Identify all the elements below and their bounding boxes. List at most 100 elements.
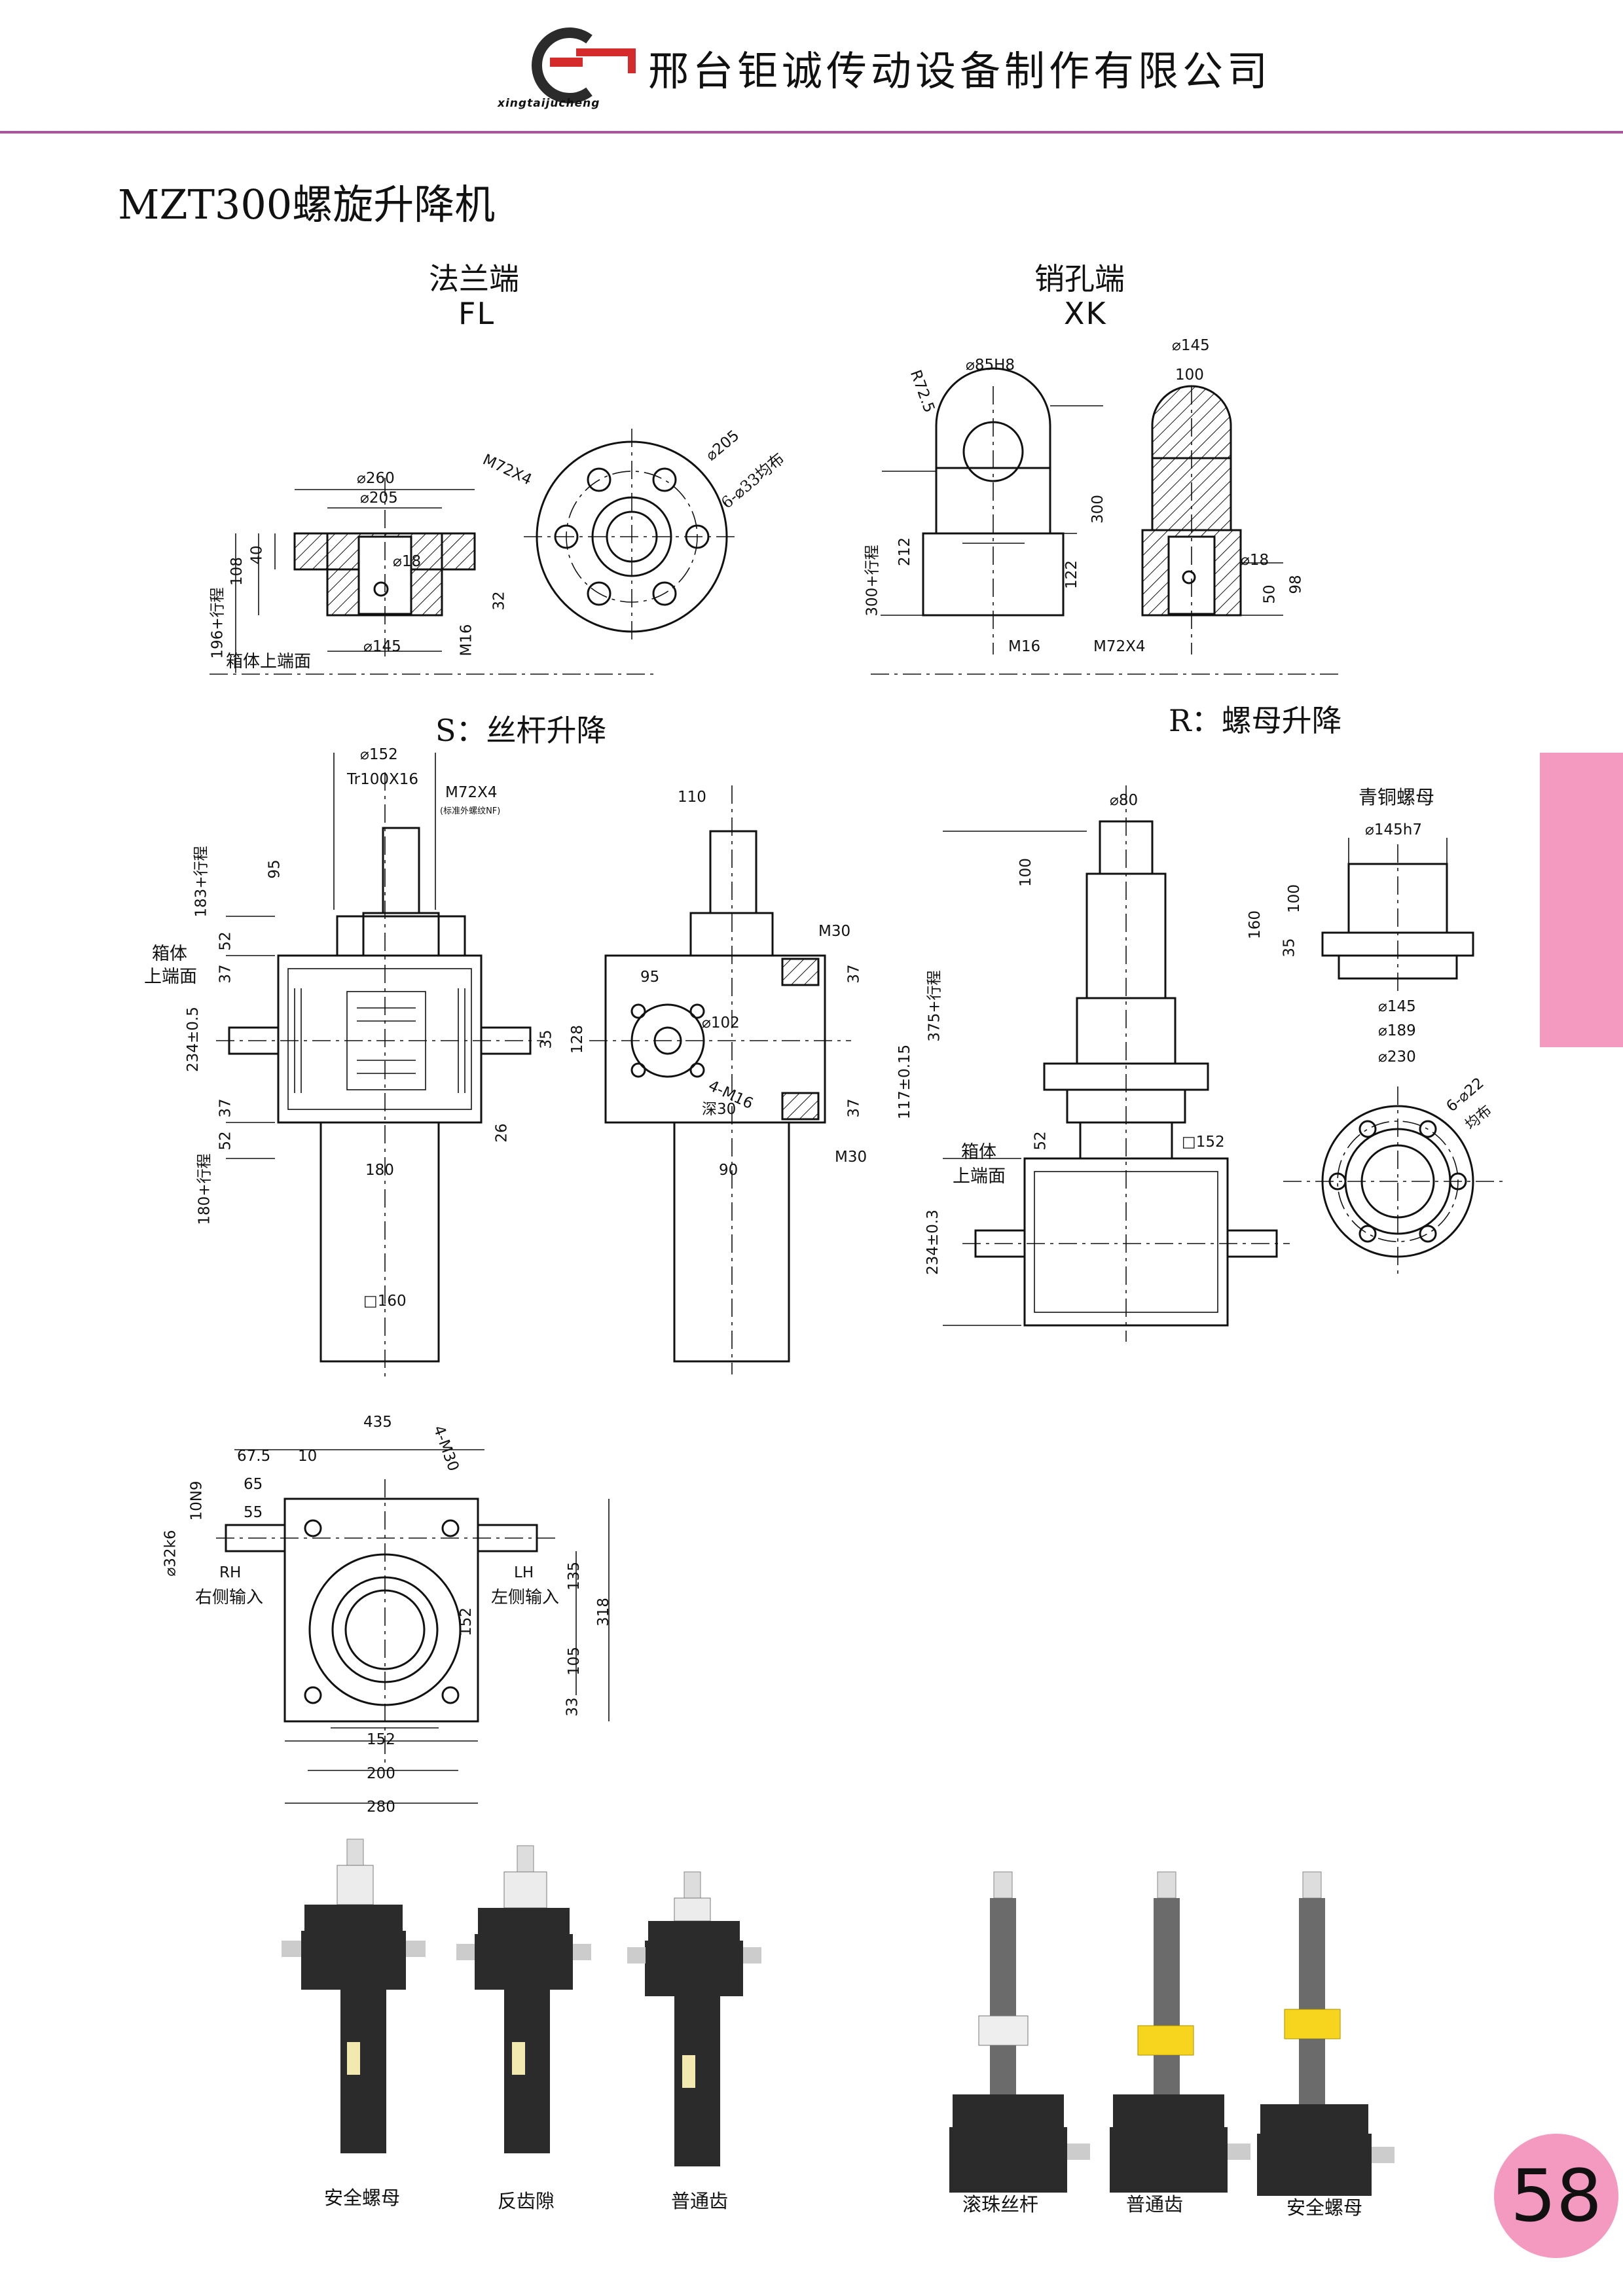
- s-side-view: [589, 785, 851, 1374]
- photo-caption: 普通齿: [671, 2190, 729, 2212]
- r-dim: ⌀145: [1378, 998, 1416, 1015]
- top-dim: 152: [457, 1607, 475, 1636]
- r-dim: 箱体: [961, 1142, 996, 1162]
- xk-side-section: [1141, 385, 1283, 655]
- r-dim: 52: [1032, 1131, 1049, 1151]
- fl-dim: 196+行程: [209, 587, 227, 659]
- xk-dim: 122: [1063, 560, 1080, 589]
- photo-caption: 滚珠丝杆: [962, 2193, 1039, 2215]
- s-dim: 37: [845, 1098, 863, 1118]
- top-dim: ⌀32k6: [162, 1530, 179, 1577]
- s-dim: ⌀102: [702, 1014, 740, 1031]
- s-dim: ⌀152: [360, 746, 398, 763]
- fl-dim: M16: [458, 624, 475, 656]
- photo-safety-nut: [282, 1839, 426, 2153]
- top-dim: 135: [565, 1562, 583, 1590]
- company-name: 邢台钜诚传动设备制作有限公司: [648, 47, 1272, 95]
- bronze-nut-label: 青铜螺母: [1359, 786, 1435, 808]
- photo-standard-gear-right: [1110, 1871, 1250, 2193]
- xk-dim: ⌀85H8: [966, 357, 1015, 374]
- r-dim: ⌀189: [1378, 1022, 1416, 1039]
- s-dim: 117±0.15: [896, 1044, 914, 1120]
- top-dim: 105: [565, 1647, 583, 1676]
- photo-standard-gear-left: [627, 1871, 761, 2166]
- fl-dim: ⌀18: [393, 553, 422, 570]
- r-dim: □152: [1182, 1134, 1225, 1151]
- xk-dim: 50: [1261, 584, 1279, 604]
- fl-dim: ⌀145: [363, 638, 401, 655]
- fl-section-view: [210, 478, 655, 675]
- top-dim: 318: [594, 1598, 612, 1626]
- s-dim: M30: [818, 923, 851, 940]
- s-dim: 37: [217, 1098, 234, 1118]
- photo-safety-nut-right: [1257, 1871, 1395, 2196]
- photo-caption: 安全螺母: [324, 2187, 401, 2209]
- top-dim: 67.5: [237, 1448, 271, 1465]
- s-dim: M72X4: [445, 784, 498, 801]
- side-tab: [1540, 753, 1623, 1047]
- s-dim: 110: [678, 789, 706, 806]
- page-number: 58: [1510, 2154, 1602, 2238]
- fl-dim: 32: [490, 591, 508, 611]
- s-dim: 128: [568, 1025, 586, 1054]
- logo-subtitle: xingtaijucheng: [498, 97, 600, 110]
- xk-dim: ⌀145: [1172, 337, 1210, 354]
- xk-dim: M16: [1008, 638, 1041, 655]
- fl-flange-face: [524, 429, 740, 645]
- s-dim: 52: [217, 1131, 234, 1151]
- top-dim: 右侧输入: [195, 1588, 264, 1607]
- r-dim: 100: [1285, 884, 1303, 913]
- s-dim: 183+行程: [192, 846, 210, 918]
- xk-dim: 300+行程: [864, 545, 881, 617]
- s-dim: 深30: [702, 1101, 737, 1118]
- xk-dim: M72X4: [1093, 638, 1146, 655]
- s-dim: 37: [217, 964, 234, 984]
- fl-dim: 108: [228, 557, 246, 586]
- r-dim: ⌀145h7: [1365, 821, 1422, 838]
- top-dim: 280: [367, 1799, 395, 1816]
- fl-dim: 箱体上端面: [226, 652, 312, 672]
- s-front-view: [216, 753, 543, 1381]
- xk-dim: ⌀18: [1241, 552, 1269, 569]
- photo-caption: 普通齿: [1126, 2193, 1184, 2215]
- r-dim: ⌀80: [1110, 792, 1139, 809]
- r-dim: ⌀230: [1378, 1049, 1416, 1066]
- xk-label: 销孔端: [1034, 261, 1125, 296]
- fl-dim: ⌀205: [360, 490, 398, 507]
- r-front-view: [943, 785, 1290, 1342]
- top-dim: RH: [219, 1564, 242, 1581]
- s-dim: Tr100X16: [347, 771, 419, 788]
- top-dim: 152: [367, 1731, 395, 1748]
- xk-dim: 100: [1175, 367, 1204, 384]
- photo-caption: 安全螺母: [1286, 2197, 1363, 2219]
- s-dim: 90: [719, 1162, 739, 1179]
- fl-dim: ⌀260: [357, 470, 395, 487]
- r-dim: 100: [1017, 858, 1034, 887]
- r-dim: 160: [1246, 910, 1264, 939]
- top-dim: 55: [244, 1504, 263, 1521]
- r-nut-flange-face: [1283, 1086, 1506, 1276]
- xk-dim: 212: [896, 537, 913, 566]
- top-dim: 33: [564, 1697, 581, 1717]
- company-logo: [532, 27, 636, 103]
- s-dim: 180+行程: [196, 1153, 213, 1225]
- r-dim: 上端面: [953, 1166, 1006, 1187]
- s-dim: 箱体: [152, 944, 187, 964]
- top-dim: 435: [363, 1414, 392, 1431]
- photo-caption: 反齿隙: [498, 2190, 555, 2212]
- r-label: R：螺母升降: [1169, 703, 1342, 738]
- s-dim: M30: [835, 1149, 867, 1166]
- s-dim: 26: [493, 1123, 511, 1143]
- xk-sub: XK: [1064, 296, 1107, 331]
- s-dim: □160: [363, 1293, 407, 1310]
- r-dim: 234±0.3: [924, 1210, 941, 1275]
- r-dim: 35: [1281, 938, 1298, 958]
- fl-dim: 40: [248, 545, 266, 565]
- r-bronze-nut-section: [1321, 838, 1474, 995]
- s-dim: 37: [845, 964, 863, 984]
- page-title: MZT300螺旋升降机: [118, 181, 496, 228]
- s-dim: 180: [365, 1162, 394, 1179]
- r-dim: 375+行程: [926, 970, 943, 1042]
- s-dim: 52: [217, 931, 234, 951]
